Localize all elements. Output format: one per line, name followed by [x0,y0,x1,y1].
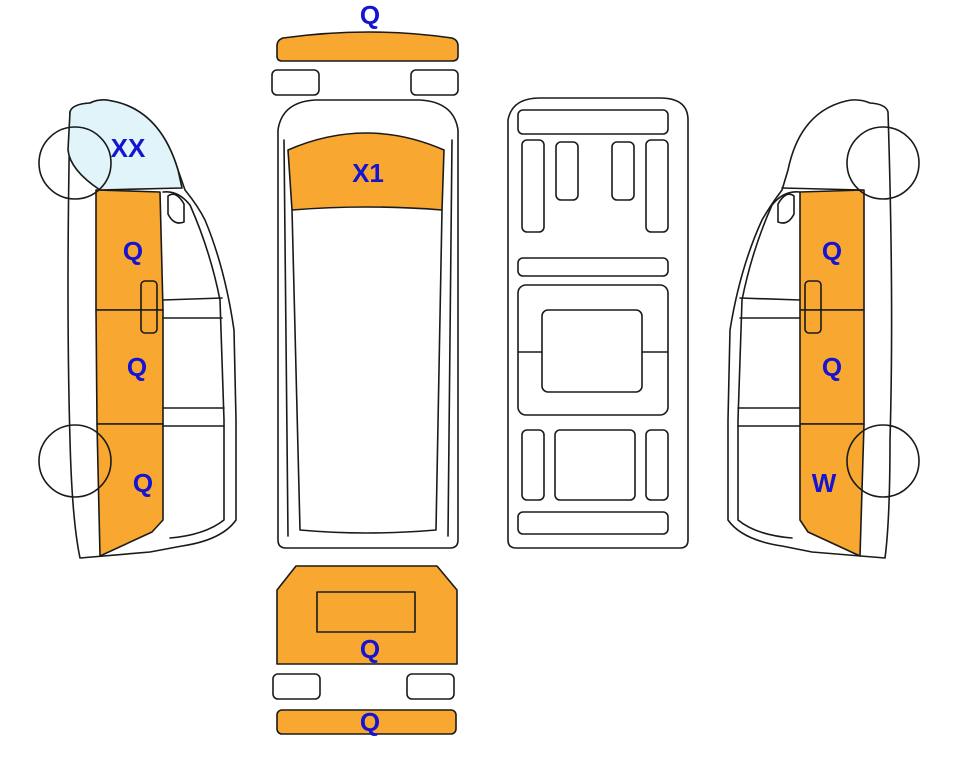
front-bumper-panel [276,31,459,62]
underbody-rear-left-rail [521,429,545,501]
right-door-handle [804,280,822,334]
roof-view: X1 [277,99,459,549]
underbody-front-right-rail [645,139,669,233]
right-front-door-code: Q [822,236,842,266]
roof-inner-lines [283,139,453,537]
right-rear-panel-code: W [812,468,837,498]
underbody-front-crossmember [517,109,669,135]
right-window-frame [737,190,801,539]
left-rear-panel-code: Q [133,468,153,498]
left-windshield-panel [67,99,183,191]
rear-view: Q Q [272,565,458,737]
rear-right-taillight [406,673,455,700]
underbody-view [507,97,689,549]
left-sliding-door-code: Q [127,352,147,382]
underbody-rear-right-rail [645,429,669,501]
left-door-handle [140,280,158,334]
roof-hood-code: X1 [352,158,384,188]
rear-window [316,591,416,633]
right-windshield-outline [781,187,863,191]
front-right-headlight [410,69,459,96]
right-body-outline [727,99,893,559]
right-sliding-door-code: Q [822,352,842,382]
left-side-view: XX Q Q Q [38,99,237,559]
rear-tailgate-panel [276,565,458,665]
left-rear-wheel [38,424,112,498]
front-view: Q [271,0,459,96]
front-left-headlight [271,69,320,96]
underbody-front-inner-left [555,141,579,201]
rear-bumper-panel [276,709,457,735]
front-bumper-code: Q [360,0,380,30]
underbody-outline [507,97,689,549]
right-mirror [777,193,795,224]
left-pillar-lines [162,297,225,427]
right-front-wheel [846,126,920,200]
underbody-mid-bar [517,257,669,277]
underbody-rear-crossmember [517,511,669,535]
left-rear-panel [96,423,164,557]
roof-outline [277,99,459,549]
left-front-wheel [38,126,112,200]
rear-bumper-code: Q [360,707,380,737]
left-window-frame [162,190,225,539]
rear-left-taillight [272,673,321,700]
underbody-rear-axle [554,429,636,501]
underbody-fuel-tank [541,309,643,393]
left-mirror [167,193,185,224]
left-front-door-code: Q [123,236,143,266]
right-side-view: Q Q W [727,99,920,559]
left-windshield-code: XX [111,133,146,163]
right-pillar-lines [737,297,801,427]
underbody-front-inner-right [611,141,635,201]
underbody-center-frame [517,284,669,416]
rear-tailgate-code: Q [360,634,380,664]
right-rear-wheel [846,424,920,498]
underbody-front-left-rail [521,139,545,233]
